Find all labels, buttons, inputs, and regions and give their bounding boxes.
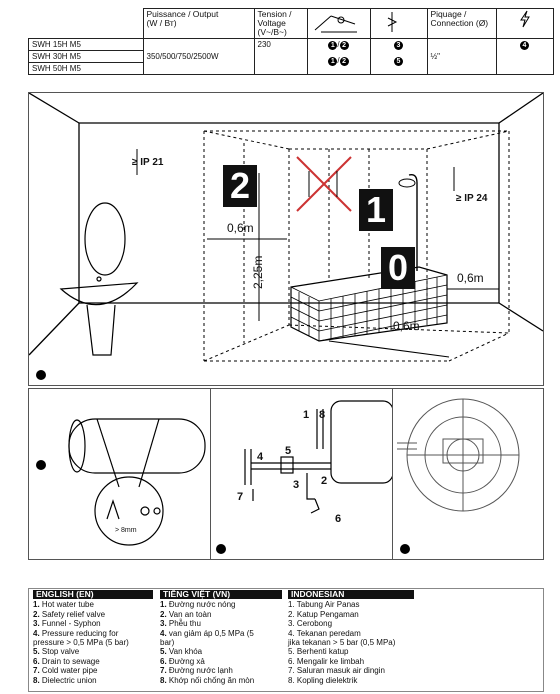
heater-mount-panel: > 8mm bbox=[28, 388, 212, 560]
plumbing-panel: 1 8 4 5 3 2 7 6 bbox=[210, 388, 394, 560]
model-row-1: SWH 15H M5 bbox=[28, 38, 144, 51]
spec-table: Puissance / Output (W / Вт) Tension / Vo… bbox=[28, 8, 554, 75]
legend-item: 3. Cerobong bbox=[288, 619, 333, 629]
legend-item: 6. Đường xả bbox=[160, 656, 205, 666]
ip21-label: ≥ IP 21 bbox=[132, 157, 164, 168]
bathroom-perspective-drawing bbox=[29, 93, 543, 380]
safety-icon-cell bbox=[369, 8, 428, 39]
legend-item: 4. Pressure reducing for bbox=[33, 628, 119, 638]
ref-badge-5: 5 bbox=[394, 57, 403, 66]
legend-item: bar) bbox=[160, 638, 175, 648]
label-5: 5 bbox=[285, 445, 292, 457]
ref-badge-4: 4 bbox=[520, 41, 529, 50]
ref-badge: 1 bbox=[328, 41, 338, 50]
label-7: 7 bbox=[237, 491, 244, 503]
dim-zone1-side: 0,6m bbox=[457, 271, 484, 285]
legend-item: 5. Stop valve bbox=[33, 647, 80, 657]
legend-item: jika tekanan > 5 bar (0,5 MPa) bbox=[288, 638, 396, 648]
ref-badge: 2 bbox=[339, 57, 349, 66]
zone-1-badge: 1 bbox=[359, 189, 393, 231]
electrical-panel bbox=[392, 388, 544, 560]
legend-item: 7. Saluran masuk air dingin bbox=[288, 666, 385, 676]
legend-id-title: INDONESIAN bbox=[288, 589, 414, 600]
wall-mount-icon bbox=[314, 15, 357, 33]
label-4: 4 bbox=[257, 451, 264, 463]
label-3: 3 bbox=[293, 479, 300, 491]
zone-2-badge: 2 bbox=[223, 165, 257, 207]
electric-icon-cell bbox=[495, 8, 554, 39]
dim-zone2-width: 0,6m bbox=[227, 221, 254, 235]
model-row-3: SWH 50H M5 bbox=[28, 62, 144, 75]
legend-item: 5. Van khóa bbox=[160, 647, 203, 657]
legend-item: 8. Kopling dielektrik bbox=[288, 675, 358, 685]
legend-item: 2. Van an toàn bbox=[160, 609, 212, 619]
legend-en: ENGLISH (EN) 1. Hot water tube 2. Safety… bbox=[33, 589, 153, 685]
label-2: 2 bbox=[321, 475, 328, 487]
legend-item: 8. Khớp nối chống ăn mòn bbox=[160, 675, 255, 685]
valve-refs: 3 5 bbox=[369, 38, 428, 75]
clearance-label: > 8mm bbox=[115, 527, 137, 534]
legend-vn-title: TIẾNG VIỆT (VN) bbox=[160, 589, 282, 600]
label-1: 1 bbox=[303, 409, 310, 421]
legend-item: 1. Hot water tube bbox=[33, 600, 94, 610]
legend-item: 2. Safety relief valve bbox=[33, 609, 106, 619]
voltage-value: 230 bbox=[253, 38, 308, 75]
legend-item: 1. Tabung Air Panas bbox=[288, 600, 360, 610]
dim-zone1-front: 0,6m bbox=[393, 319, 420, 333]
connection-value: ½" bbox=[426, 38, 497, 75]
legend-vn: TIẾNG VIỆT (VN) 1. Đường nước nóng 2. Va… bbox=[160, 589, 282, 685]
legend-item: 8. Dielectric union bbox=[33, 675, 97, 685]
lightning-icon bbox=[519, 10, 530, 28]
mount-refs: 1/2 1/2 bbox=[306, 38, 371, 75]
legend-item: 4. Tekanan peredam bbox=[288, 628, 361, 638]
valve-icon bbox=[387, 12, 397, 32]
heater-mount-drawing bbox=[36, 418, 206, 546]
legend-item: pressure > 0,5 MPa (5 bar) bbox=[33, 638, 129, 648]
legend-item: 1. Đường nước nóng bbox=[160, 600, 236, 610]
connection-header: Piquage / Connection (Ø) bbox=[426, 8, 497, 39]
power-header: Puissance / Output (W / Вт) bbox=[142, 8, 255, 39]
legend-item: 3. Funnel - Syphon bbox=[33, 619, 101, 629]
legend-item: 3. Phễu thu bbox=[160, 619, 201, 629]
ref-badge-3: 3 bbox=[394, 41, 403, 50]
legend-item: 7. Đường nước lạnh bbox=[160, 666, 233, 676]
dim-height: 2,25m bbox=[251, 255, 265, 289]
legend-item: 5. Berhenti katup bbox=[288, 647, 349, 657]
bathroom-zone-panel: ≥ IP 21 ≥ IP 24 2 1 0 0,6m 2,25m 0,6m 0,… bbox=[28, 92, 544, 386]
power-value: 350/500/750/2500W bbox=[142, 38, 255, 75]
label-8: 8 bbox=[319, 409, 326, 421]
legend-item: 7. Cold water pipe bbox=[33, 666, 98, 676]
legend-en-title: ENGLISH (EN) bbox=[33, 589, 153, 600]
legend-item: 6. Mengalir ke limbah bbox=[288, 656, 365, 666]
model-row-2: SWH 30H M5 bbox=[28, 50, 144, 63]
legend-item: 4. van giảm áp 0,5 MPa (5 bbox=[160, 628, 254, 638]
mount-icon-cell bbox=[306, 8, 371, 39]
zone-0-badge: 0 bbox=[381, 247, 415, 289]
electric-ref: 4 bbox=[495, 38, 554, 75]
ip24-label: ≥ IP 24 bbox=[456, 193, 488, 204]
voltage-header: Tension / Voltage (V~/В~) bbox=[253, 8, 308, 39]
legend-id: INDONESIAN 1. Tabung Air Panas 2. Katup … bbox=[288, 589, 414, 685]
ref-badge: 2 bbox=[339, 41, 349, 50]
ref-badge: 1 bbox=[328, 57, 338, 66]
plumbing-schematic bbox=[216, 400, 393, 554]
legend-item: 2. Katup Pengaman bbox=[288, 609, 359, 619]
wiring-drawing bbox=[397, 398, 520, 554]
label-6: 6 bbox=[335, 513, 342, 525]
legend-item: 6. Drain to sewage bbox=[33, 656, 100, 666]
